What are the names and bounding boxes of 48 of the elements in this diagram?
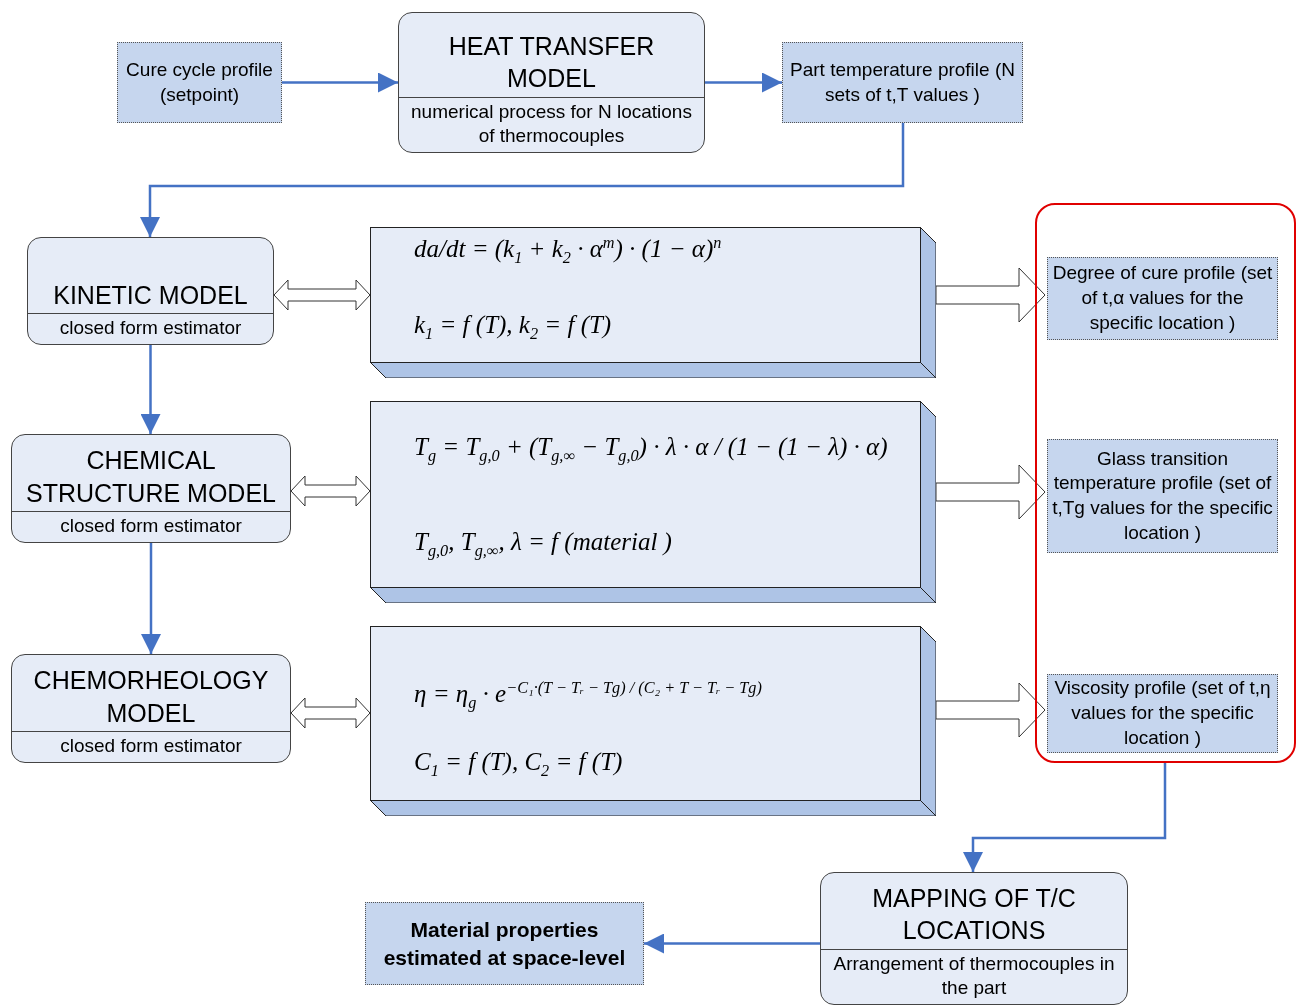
equation-panel (370, 626, 936, 816)
box-heading: HEAT TRANSFER MODEL (447, 30, 656, 95)
process-box (117, 42, 282, 123)
model-box (820, 872, 1128, 1005)
block-arrow (935, 682, 1046, 738)
box-subtitle: Arrangement of thermocouples in the part (821, 948, 1127, 1004)
box-heading: CHEMORHEOLOGY MODEL (32, 665, 270, 729)
equation: η = η$_{g}$ · e$^{−C₁·(T − Tᵣ − Tg) / (C₂ + T − Tᵣ − Tg)}$ (413, 678, 763, 715)
double-block-arrow (290, 475, 371, 507)
equation: T$_{g}$ = T$_{g,0}$ + (T$_{g,∞}$ − T$_{g,0}$) · λ · α / (1 − (1 − λ) · α) (413, 432, 889, 467)
arrow (963, 763, 1167, 872)
arrow (141, 543, 161, 654)
box-heading: CHEMICAL STRUCTURE MODEL (25, 445, 277, 509)
arrow (282, 72, 398, 93)
double-block-arrow (290, 697, 371, 729)
box-label: Degree of cure profile (set of t,α values for the specific location ) (1052, 261, 1273, 335)
model-box (27, 237, 274, 345)
block-arrow (935, 464, 1046, 520)
box-subtitle: closed form estimator (28, 313, 273, 344)
box-subtitle: closed form estimator (12, 731, 290, 762)
box-heading: KINETIC MODEL (52, 279, 249, 311)
box-subtitle: closed form estimator (12, 511, 290, 542)
group-frame (1035, 203, 1296, 763)
equation-panel (370, 227, 936, 378)
process-box (782, 42, 1023, 123)
box-subtitle: numerical process for N locations of thermocouples (399, 96, 704, 152)
equation: T$_{g,0}$, T$_{g,∞}$, λ = f (material ) (413, 527, 673, 562)
result-box (365, 902, 644, 985)
arrow (140, 123, 905, 237)
process-box (1047, 439, 1278, 553)
equation: da/dt = (k$_{1}$ + k$_{2}$ · α$^{m}$) · (1 − α)$^{n}$ (413, 233, 723, 270)
model-box (11, 434, 291, 543)
box-label: Part temperature profile (N sets of t,T values ) (789, 57, 1016, 107)
arrow (140, 345, 161, 434)
model-box (398, 12, 705, 153)
equation: C$_{1}$ = f (T), C$_{2}$ = f (T) (413, 747, 624, 782)
box-label: Glass transition temperature profile (set of t,Tg values for the specific location ) (1052, 446, 1273, 545)
equation: k$_{1}$ = f (T), k$_{2}$ = f (T) (413, 310, 613, 345)
arrow (644, 933, 820, 954)
box-label: Material properties estimated at space-level (382, 917, 627, 971)
box-label: Cure cycle profile (setpoint) (125, 57, 274, 107)
arrow (705, 72, 782, 93)
block-arrow (935, 267, 1046, 323)
model-box (11, 654, 291, 763)
equation-panel (370, 401, 936, 603)
box-label: Viscosity profile (set of t,η values for the specific location ) (1053, 676, 1272, 750)
double-block-arrow (273, 279, 371, 311)
box-heading: MAPPING OF T/C LOCATIONS (871, 882, 1077, 947)
